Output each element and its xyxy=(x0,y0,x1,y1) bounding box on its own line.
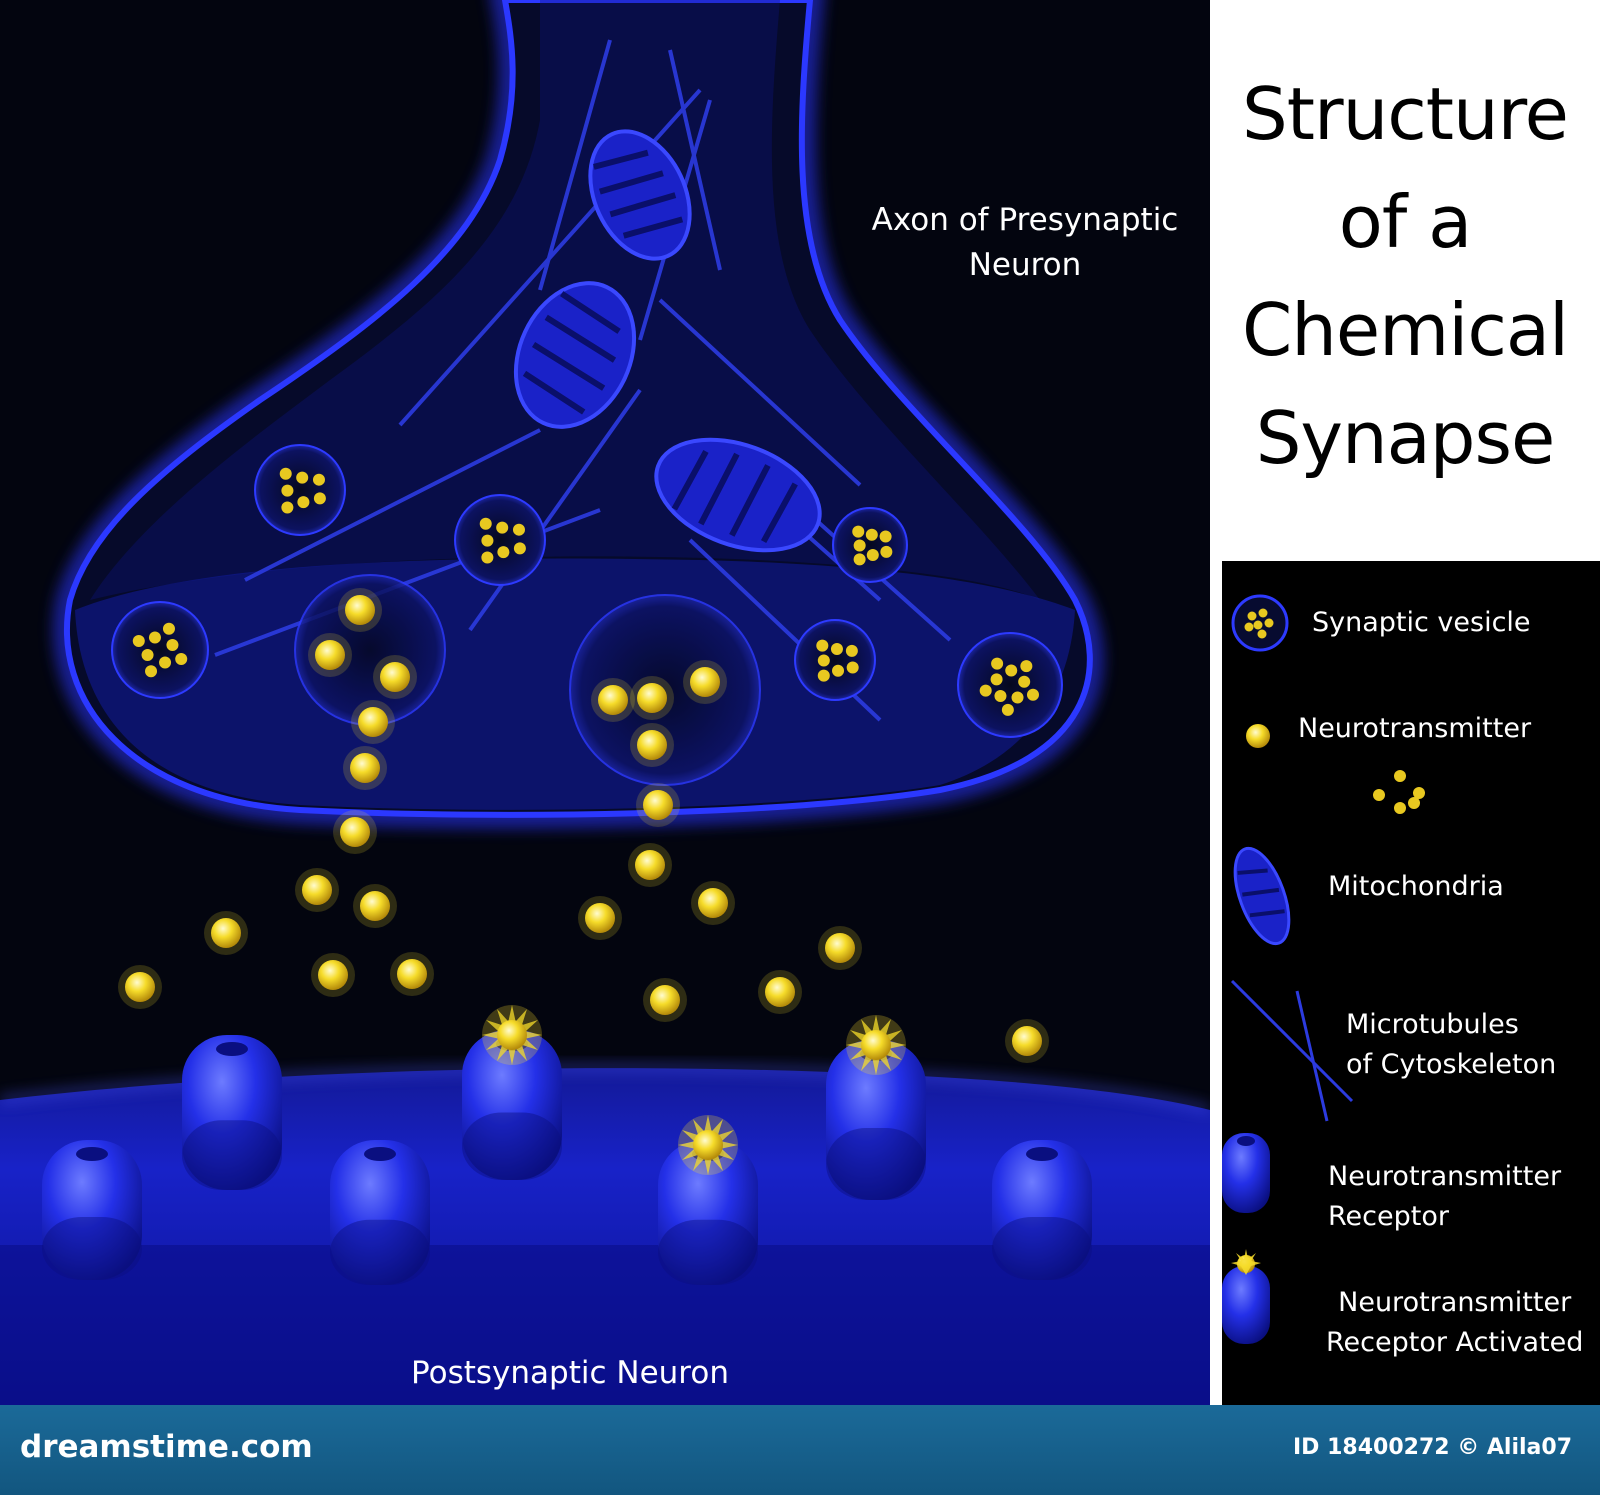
mitochondrion xyxy=(588,129,692,261)
synaptic-vesicle xyxy=(569,594,761,786)
axon-label: Axon of Presynaptic Neuron xyxy=(871,202,1179,283)
neurotransmitter xyxy=(591,678,635,722)
neurotransmitter xyxy=(691,881,735,925)
legend-receptor: Neurotransmitter Receptor xyxy=(1328,1161,1562,1232)
neurotransmitter xyxy=(683,660,727,704)
neurotransmitter xyxy=(351,700,395,744)
neurotransmitter xyxy=(758,970,802,1014)
receptor xyxy=(992,1140,1092,1280)
legend-microtubules: Microtubules of Cytoskeleton xyxy=(1346,1009,1557,1080)
neurotransmitter xyxy=(204,911,248,955)
neurotransmitter xyxy=(628,843,672,887)
neurotransmitter xyxy=(373,655,417,699)
neurotransmitter xyxy=(118,965,162,1009)
neurotransmitter xyxy=(295,868,339,912)
synaptic-vesicle-icon xyxy=(1231,594,1289,652)
footer-bar: dreamstime.com ID 18400272 © Alila07 xyxy=(0,1405,1600,1495)
neurotransmitter xyxy=(333,810,377,854)
neurotransmitter xyxy=(818,926,862,970)
neurotransmitter xyxy=(578,896,622,940)
neurotransmitter xyxy=(343,746,387,790)
neurotransmitter-icon xyxy=(1246,724,1425,814)
receptor-icon xyxy=(1222,1133,1270,1213)
receptor-activated xyxy=(462,1005,562,1180)
neurotransmitter xyxy=(630,723,674,767)
microtubules-icon xyxy=(1230,979,1354,1122)
receptor xyxy=(182,1035,282,1190)
synaptic-vesicle xyxy=(111,601,209,699)
title-panel: Structure of a Chemical Synapse xyxy=(1210,0,1600,560)
neurotransmitter xyxy=(308,633,352,677)
neurotransmitter-receptors xyxy=(42,1005,1092,1285)
legend-icons xyxy=(1222,594,1425,1344)
neurotransmitter xyxy=(643,978,687,1022)
neurotransmitter xyxy=(311,953,355,997)
receptor-activated xyxy=(658,1115,758,1285)
mitochondria-icon xyxy=(1233,846,1291,946)
neurotransmitters xyxy=(118,588,1049,1063)
legend-receptor-activated: Neurotransmitter Receptor Activated xyxy=(1326,1287,1584,1358)
neurotransmitter xyxy=(338,588,382,632)
footer-image-id: ID 18400272 © Alila07 xyxy=(1293,1435,1572,1460)
mitochondrion xyxy=(654,437,822,553)
legend-synaptic-vesicle: Synaptic vesicle xyxy=(1312,607,1531,638)
receptor-activated-icon xyxy=(1222,1249,1270,1344)
neurotransmitter xyxy=(1005,1019,1049,1063)
synaptic-vesicle xyxy=(957,632,1063,738)
mitochondria xyxy=(513,129,822,553)
synaptic-vesicle xyxy=(794,619,876,701)
legend: Synaptic vesicle Neurotransmitter Mitoch… xyxy=(1222,561,1600,1405)
neurotransmitter xyxy=(630,676,674,720)
receptor xyxy=(42,1140,142,1280)
legend-mitochondria: Mitochondria xyxy=(1328,871,1504,902)
neurotransmitter xyxy=(353,884,397,928)
footer-logo: dreamstime.com xyxy=(20,1429,313,1465)
synaptic-vesicles xyxy=(111,444,1063,786)
synaptic-vesicle xyxy=(254,444,346,536)
legend-neurotransmitter: Neurotransmitter xyxy=(1298,713,1532,744)
synapse-illustration xyxy=(0,0,1210,1405)
receptor xyxy=(330,1140,430,1285)
synaptic-vesicle xyxy=(832,507,908,583)
mitochondrion xyxy=(513,281,637,429)
receptor-activated xyxy=(826,1015,926,1200)
neurotransmitter xyxy=(636,783,680,827)
page-title: Structure of a Chemical Synapse xyxy=(1241,72,1569,480)
synapse-diagram: Axon of Presynaptic Neuron Postsynaptic … xyxy=(0,0,1210,1405)
neurotransmitter xyxy=(390,952,434,996)
postsynaptic-label: Postsynaptic Neuron xyxy=(411,1355,729,1391)
synaptic-vesicle xyxy=(454,494,546,586)
